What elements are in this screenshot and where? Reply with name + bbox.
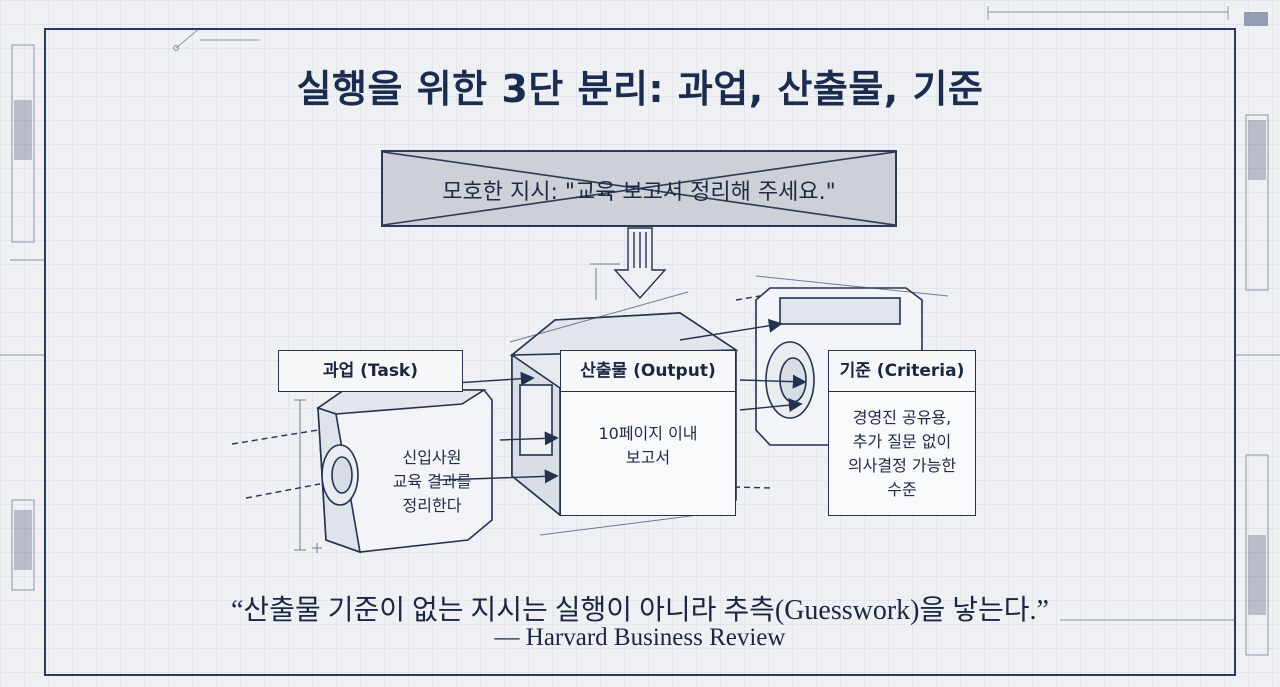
quote-text: “산출물 기준이 없는 지시는 실행이 아니라 추측(Guesswork)을 낳… (231, 595, 1049, 626)
task-label-text: 과업 (Task) (322, 361, 419, 381)
task-body: 신입사원 교육 결과를 정리한다 (392, 448, 472, 515)
output-label: 산출물 (Output) (560, 350, 736, 392)
task-label: 과업 (Task) (278, 350, 463, 392)
task-cube (316, 389, 493, 554)
vague-instruction-text: 모호한 지시: "교육 보고서 정리해 주세요." (442, 180, 836, 205)
output-body: 10페이지 이내 보고서 (560, 391, 736, 516)
slide-title: 실행을 위한 3단 분리: 과업, 산출물, 기준 (296, 67, 984, 111)
criteria-label: 기준 (Criteria) (828, 350, 976, 392)
blueprint-frame (44, 28, 1236, 676)
quote-source: — Harvard Business Review (494, 624, 786, 651)
criteria-label-text: 기준 (Criteria) (839, 361, 965, 381)
cross-out-mark (383, 152, 896, 226)
vague-instruction-box: 모호한 지시: "교육 보고서 정리해 주세요." (381, 150, 897, 227)
flow-arrows (231, 295, 807, 499)
output-label-text: 산출물 (Output) (580, 361, 716, 381)
down-arrow-icon (613, 227, 667, 300)
criteria-body: 경영진 공유용, 추가 질문 없이 의사결정 가능한 수준 (828, 391, 976, 516)
